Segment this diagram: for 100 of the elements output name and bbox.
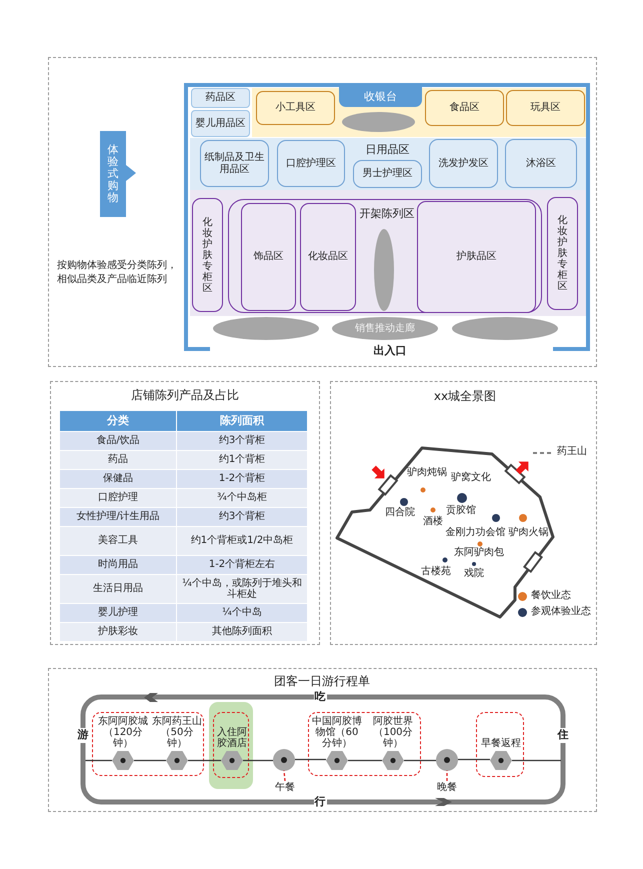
panel-title: 团客一日游行程单 bbox=[274, 674, 370, 688]
zone-label: 玩具区 bbox=[530, 102, 560, 114]
stop-label: 东阿阿胶城（120分钟） bbox=[97, 716, 149, 749]
zone-label: 食品区 bbox=[450, 102, 480, 114]
table-cell: 口腔护理 bbox=[60, 489, 176, 507]
group-frame bbox=[92, 712, 204, 776]
meal-label: 晚餐 bbox=[437, 782, 457, 794]
stop-label: 东阿药王山（50分钟） bbox=[151, 716, 203, 749]
cashier-tab bbox=[339, 87, 422, 107]
zone-label: 护肤品区 bbox=[456, 251, 496, 263]
zone-box bbox=[417, 201, 536, 313]
leader-line bbox=[446, 770, 448, 781]
hexagon-marker bbox=[112, 751, 134, 770]
place-label: 东阿驴肉包 bbox=[454, 547, 504, 559]
stop-label: 阿胶世界（100分钟） bbox=[372, 716, 414, 749]
place-label: 药王山 bbox=[557, 446, 587, 458]
highlight-panel bbox=[209, 702, 253, 789]
zone-label: 口腔护理区 bbox=[286, 158, 336, 170]
zone-label: 男士护理区 bbox=[362, 168, 412, 180]
table-cell: 药品 bbox=[60, 451, 176, 469]
group-frame bbox=[213, 712, 249, 778]
stop-circle-marker bbox=[436, 748, 458, 770]
group-frame bbox=[308, 712, 421, 776]
place-label: 金刚力功会馆 bbox=[446, 527, 506, 539]
table-cell: 1-2个背柜 bbox=[177, 470, 307, 488]
table-cell: 女性护理/计生用品 bbox=[60, 508, 176, 526]
zone-label: 化妆护肤专柜区 bbox=[202, 216, 212, 294]
group-frame bbox=[476, 712, 524, 777]
place-label: 驴肉火锅 bbox=[508, 527, 548, 539]
table-cell: 其他陈列面积 bbox=[177, 623, 307, 641]
callout-label: 体验式购物 bbox=[108, 144, 118, 204]
legend-label: 参观体验业态 bbox=[531, 606, 591, 618]
zone-box bbox=[353, 160, 422, 188]
route-line bbox=[458, 758, 490, 760]
track-label: 游 bbox=[76, 728, 90, 743]
layout-note: 按购物体验感受分类陈列，相似品类及产品临近陈列 bbox=[57, 259, 178, 287]
place-label: 驴肉炖锅 bbox=[407, 467, 447, 479]
stop-label: 中国阿胶博物馆（60分钟） bbox=[311, 716, 363, 749]
table-header-cell: 分类 bbox=[60, 411, 176, 431]
table-cell: 时尚用品 bbox=[60, 556, 176, 574]
zone-label: 沐浴区 bbox=[526, 158, 556, 170]
table-cell: 食品/饮品 bbox=[60, 432, 176, 450]
hexagon-marker bbox=[166, 751, 188, 770]
zone-label: 开架陈列区 bbox=[360, 208, 414, 220]
zone-box bbox=[429, 139, 498, 188]
zone-label: 化妆护肤专柜区 bbox=[558, 215, 568, 292]
zone-box bbox=[547, 197, 578, 310]
place-label: 贡胶馆 bbox=[446, 505, 476, 517]
stop-label: 早餐返程 bbox=[481, 738, 521, 749]
panel-title: 店铺陈列产品及占比 bbox=[131, 388, 239, 402]
panel-title: xx城全景图 bbox=[434, 390, 496, 404]
zone-label: 纸制品及卫生用品区 bbox=[204, 152, 266, 175]
route-line bbox=[134, 760, 166, 762]
table-cell: ¼个中岛，或陈列于堆头和斗柜处 bbox=[177, 575, 307, 603]
route-line bbox=[243, 760, 273, 762]
zone-box bbox=[192, 198, 223, 312]
zone-box bbox=[241, 203, 296, 311]
place-label: 戏院 bbox=[464, 568, 484, 580]
zone-box bbox=[506, 90, 585, 126]
hexagon-marker bbox=[490, 751, 512, 770]
entrance-label: 出入口 bbox=[374, 345, 406, 358]
zone-box bbox=[191, 88, 250, 108]
zone-box bbox=[191, 110, 250, 137]
zone-label: 收银台 bbox=[364, 90, 397, 104]
corridor-label: 销售推动走廊 bbox=[355, 322, 415, 334]
table-cell: 约3个背柜 bbox=[177, 432, 307, 450]
zone-frame bbox=[228, 199, 542, 313]
track-label: 住 bbox=[556, 728, 570, 743]
stop-circle-marker bbox=[273, 748, 295, 770]
table-cell: 约1个背柜 bbox=[177, 451, 307, 469]
zone-label: 饰品区 bbox=[254, 251, 284, 263]
table-cell: 1-2个背柜左右 bbox=[177, 556, 307, 574]
table-cell: 约1个背柜或1/2中岛柜 bbox=[177, 527, 307, 555]
table-cell: ¼个中岛 bbox=[177, 604, 307, 622]
place-label: 古楼苑 bbox=[421, 566, 451, 578]
zone-label: 小工具区 bbox=[276, 102, 316, 114]
zone-label: 洗发护发区 bbox=[438, 158, 488, 170]
route-line bbox=[188, 760, 221, 762]
route-line bbox=[404, 760, 436, 762]
table-cell: 保健品 bbox=[60, 470, 176, 488]
stop-label: 入住阿胶酒店 bbox=[216, 727, 248, 749]
zone-heading: 日用品区 bbox=[366, 144, 410, 157]
table-cell: 护肤彩妆 bbox=[60, 623, 176, 641]
place-label: 驴窝文化 bbox=[451, 472, 491, 484]
callout-box bbox=[100, 131, 136, 217]
route-line bbox=[348, 760, 382, 762]
zone-box bbox=[300, 203, 356, 311]
table-cell: 生活日用品 bbox=[60, 575, 176, 603]
zone-label: 化妆品区 bbox=[308, 251, 348, 263]
zone-box bbox=[277, 140, 345, 187]
route-line bbox=[512, 760, 561, 762]
track-label: 行 bbox=[314, 795, 326, 810]
meal-label: 午餐 bbox=[275, 782, 295, 794]
place-label: 四合院 bbox=[385, 507, 415, 519]
zone-label: 婴儿用品区 bbox=[196, 118, 246, 130]
zone-label: 药品区 bbox=[206, 92, 236, 104]
zone-box bbox=[425, 90, 504, 126]
table-cell: ¾个中岛柜 bbox=[177, 489, 307, 507]
table-header-cell: 陈列面积 bbox=[177, 411, 307, 431]
route-line bbox=[295, 758, 326, 760]
